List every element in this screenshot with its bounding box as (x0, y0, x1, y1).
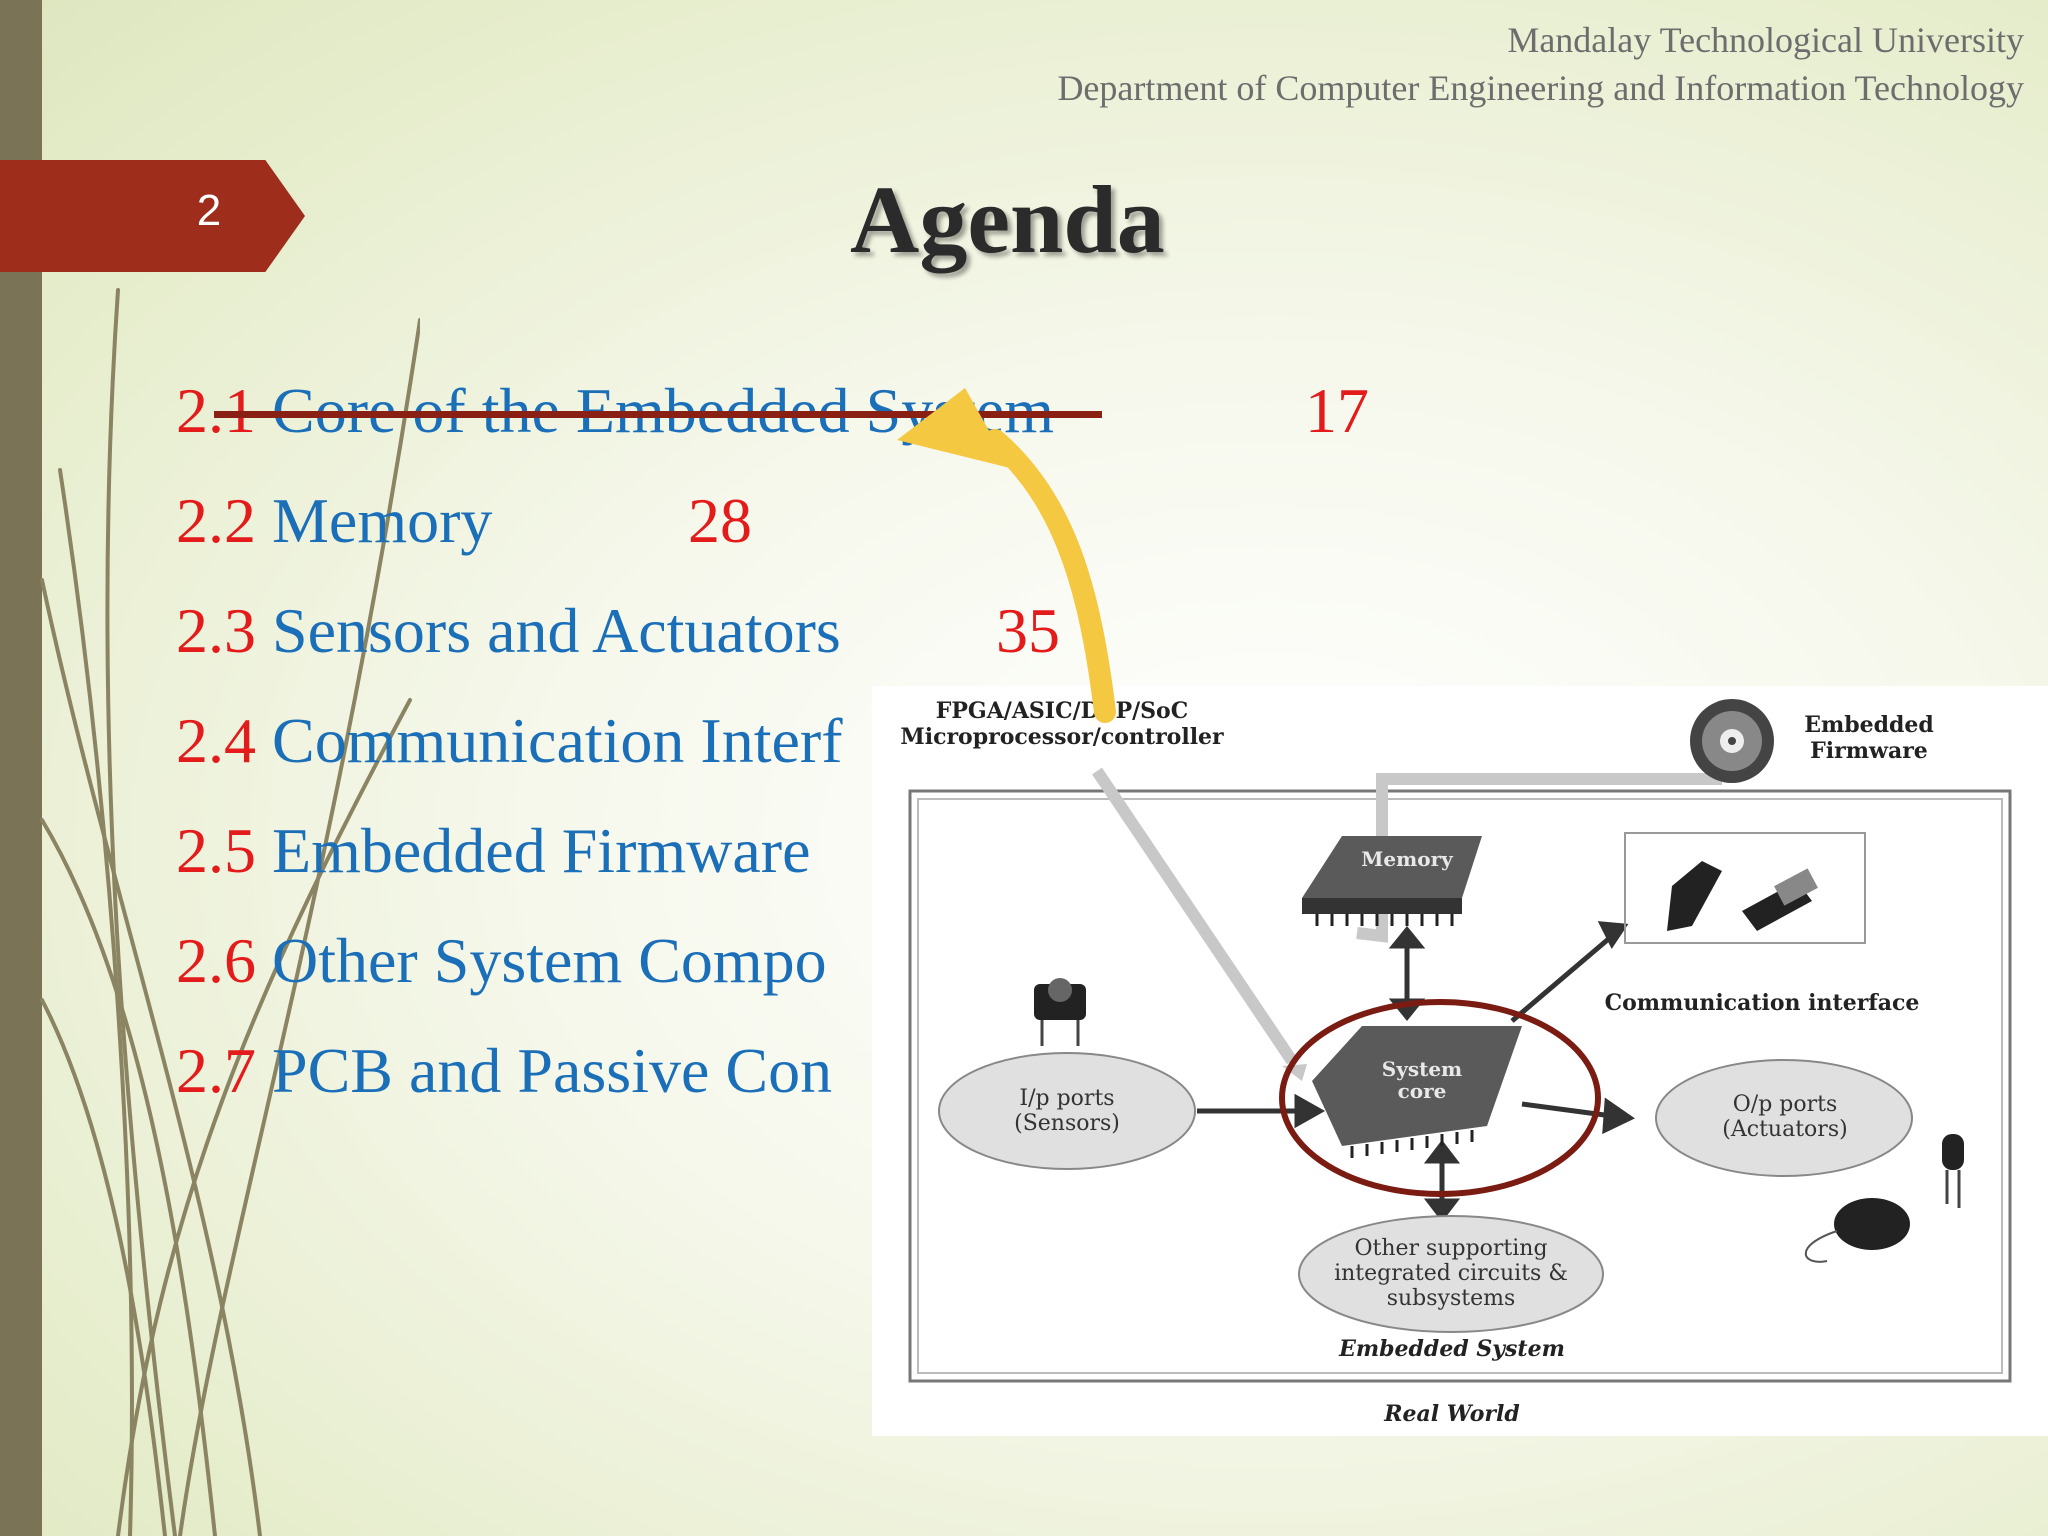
led-actuator-icon (1942, 1134, 1964, 1208)
agenda-item-number: 2.5 (176, 815, 256, 886)
department-name: Department of Computer Engineering and I… (1057, 68, 2024, 108)
firmware-cd-icon (1690, 699, 1774, 783)
agenda-page-number: 17 (1305, 375, 1369, 446)
strikethrough-line (214, 411, 1102, 418)
agenda-item-number: 2.7 (176, 1035, 256, 1106)
agenda-item-label: Embedded Firmware (272, 815, 811, 886)
agenda-item-label: Memory (272, 485, 493, 556)
agenda-item[interactable]: 2.3 Sensors and Actuators (176, 594, 841, 668)
embedded-system-diagram: FPGA/ASIC/DSP/SoC Microprocessor/control… (872, 686, 2048, 1436)
agenda-page-number: 28 (688, 485, 752, 556)
real-world-label: Real World (1384, 1401, 1520, 1427)
embedded-system-label: Embedded System (1339, 1336, 1565, 1362)
highlight-arrowhead (897, 388, 1010, 468)
agenda-item-number: 2.2 (176, 485, 256, 556)
agenda-item[interactable]: 2.5 Embedded Firmware (176, 814, 811, 888)
system-core-label: System core (1381, 1057, 1463, 1103)
agenda-item[interactable]: 2.2 Memory (176, 484, 492, 558)
buzzer-actuator-icon (1804, 1198, 1910, 1263)
agenda-item[interactable]: 2.4 Communication Interf (176, 704, 843, 778)
agenda-item[interactable]: 2.6 Other System Compo (176, 924, 827, 998)
firmware-label: Embedded Firmware (1804, 712, 1934, 764)
agenda-item-label: Communication Interf (272, 705, 843, 776)
university-name: Mandalay Technological University (1507, 20, 2024, 60)
slide-number: 2 (196, 186, 222, 235)
memory-chip-icon (1302, 836, 1482, 926)
agenda-page-number: 35 (996, 595, 1060, 666)
slide-number-tab (0, 160, 305, 272)
highlight-circle (1279, 999, 1601, 1197)
decorative-grass-lines (40, 288, 420, 1536)
usb-connector-icon (1667, 861, 1818, 931)
highlight-arrow (984, 429, 1116, 723)
supporting-circuits-label: Other supporting integrated circuits & s… (1334, 1236, 1568, 1311)
agenda-item-number: 2.4 (176, 705, 256, 776)
agenda-item-label: Sensors and Actuators (272, 595, 841, 666)
agenda-item-number: 2.6 (176, 925, 256, 996)
agenda-item-number: 2.3 (176, 595, 256, 666)
processor-label: FPGA/ASIC/DSP/SoC Microprocessor/control… (900, 698, 1224, 750)
system-core-chip-icon (1312, 1026, 1522, 1158)
diagram-graphics (908, 699, 2012, 1383)
header: Mandalay Technological University Depart… (1057, 16, 2024, 112)
communication-interface-label: Communication interface (1604, 990, 1920, 1016)
output-ports-label: O/p ports (Actuators) (1722, 1092, 1848, 1142)
agenda-item-number: 2.1 (176, 375, 256, 446)
page-title: Agenda (850, 166, 1165, 273)
agenda-item[interactable]: 2.7 PCB and Passive Con (176, 1034, 832, 1108)
agenda-item-label: Other System Compo (272, 925, 827, 996)
input-ports-label: I/p ports (Sensors) (1014, 1086, 1120, 1136)
memory-label: Memory (1361, 847, 1453, 871)
sensor-switch-icon (1034, 978, 1086, 1046)
agenda-item-label: PCB and Passive Con (272, 1035, 833, 1106)
